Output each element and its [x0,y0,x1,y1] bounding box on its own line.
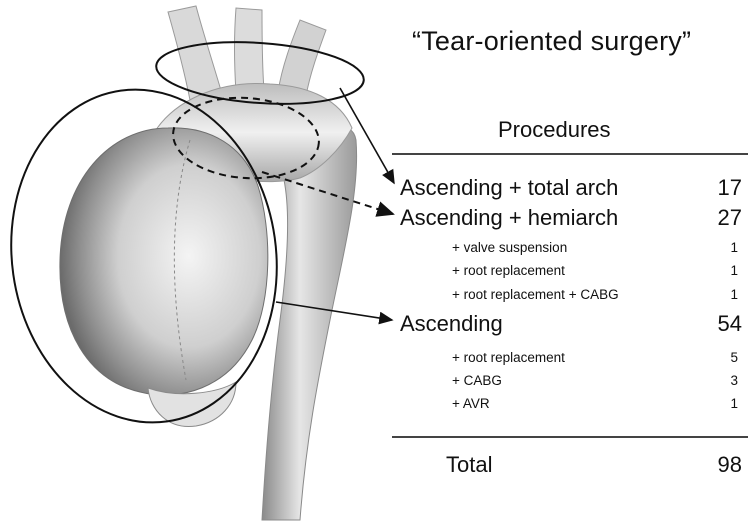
row-value: 3 [730,373,738,388]
row-label: + root replacement [452,350,565,365]
total-value: 98 [718,452,742,478]
row-value: 1 [730,396,738,411]
row-value: 54 [718,311,742,337]
row-label: + AVR [452,396,490,411]
row-value: 17 [718,175,742,201]
row-value: 1 [730,263,738,278]
row-label: + root replacement + CABG [452,287,619,302]
ascending-aneurysm [60,128,268,395]
table-header: Procedures [498,117,611,143]
row-label: Ascending [400,311,503,337]
figure-title: “Tear-oriented surgery” [412,26,691,57]
row-label: Ascending + total arch [400,175,618,201]
total-rule [392,436,748,438]
header-rule [392,153,748,155]
row-value: 5 [730,350,738,365]
row-value: 27 [718,205,742,231]
row-label: + valve suspension [452,240,567,255]
row-label: + root replacement [452,263,565,278]
row-value: 1 [730,240,738,255]
row-label: + CABG [452,373,502,388]
row-value: 1 [730,287,738,302]
row-label: Ascending + hemiarch [400,205,618,231]
total-label: Total [446,452,492,478]
